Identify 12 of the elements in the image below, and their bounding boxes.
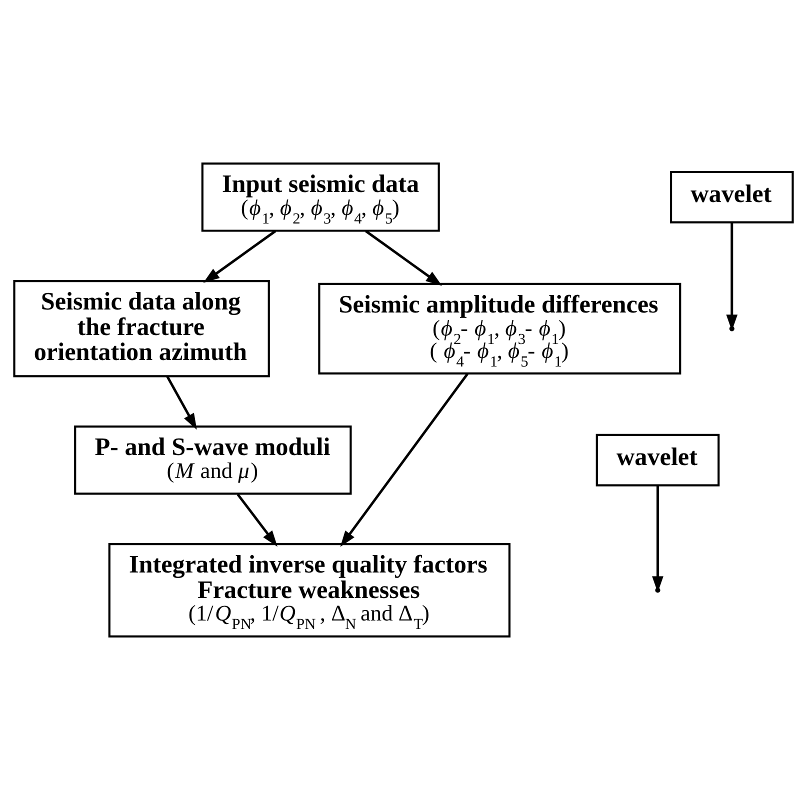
arrow [203, 230, 276, 282]
node-box: Integrated inverse quality factors Fracture weaknesses (1/Q$_{PN}$, 1/Q$_{PN}$ , Δ$_{N}$ and Δ$_{T}$) [108, 542, 510, 637]
arrow [236, 493, 278, 546]
arrow [340, 372, 468, 546]
node-box: Seismic data along the fracture orientation azimuth [13, 280, 270, 377]
node-box: wavelet [670, 170, 794, 223]
arrow [166, 375, 197, 430]
arrow [365, 230, 442, 286]
node-box: Seismic amplitude differences (ϕ$_{2}$- ϕ$_{1}$, ϕ$_{3}$- ϕ$_{1}$) ( ϕ$_{4}$- ϕ$_{1}$, ϕ$_{5}$- ϕ$_{1}$) [318, 282, 682, 374]
node-box: wavelet [596, 433, 720, 486]
node-box: P- and S-wave moduli (M and μ) [74, 425, 352, 494]
node-box: Input seismic data (ϕ$_{1}$, ϕ$_{2}$, ϕ$_{3}$, ϕ$_{4}$, ϕ$_{5}$) [201, 162, 440, 232]
